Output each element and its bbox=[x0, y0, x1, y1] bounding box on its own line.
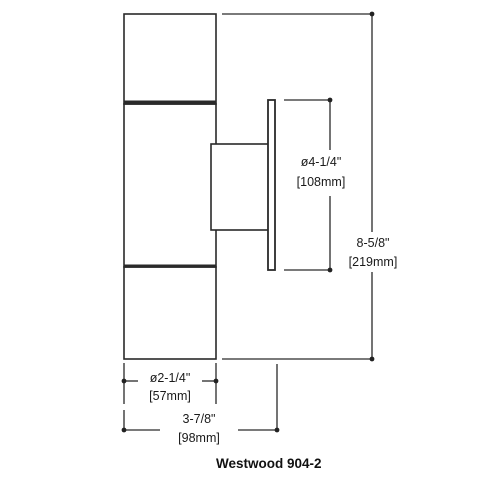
projection-dimension bbox=[121, 364, 280, 433]
backplate-dimension bbox=[284, 97, 333, 273]
body-diameter-imperial-label: ø2-1/4" bbox=[150, 371, 191, 385]
height-metric-label: [219mm] bbox=[349, 255, 398, 269]
projection-metric-label: [98mm] bbox=[178, 431, 220, 445]
product-title: Westwood 904-2 bbox=[216, 456, 322, 471]
height-imperial-label: 8-5/8" bbox=[357, 236, 390, 250]
projection-imperial-label: 3-7/8" bbox=[183, 412, 216, 426]
projection-left-dot bbox=[121, 427, 127, 433]
height-dimension bbox=[222, 11, 375, 362]
lower-cylinder bbox=[123, 266, 217, 360]
fixture-outline bbox=[123, 13, 276, 360]
body-diameter-dimension bbox=[121, 363, 219, 404]
backplate-metric-label: [108mm] bbox=[297, 175, 346, 189]
middle-cylinder bbox=[123, 103, 217, 268]
height-top-dot bbox=[369, 11, 375, 17]
wall-backplate bbox=[267, 99, 276, 271]
mounting-arm bbox=[210, 143, 272, 231]
body-right-dot bbox=[213, 378, 219, 384]
height-bottom-dot bbox=[369, 356, 375, 362]
body-left-dot bbox=[121, 378, 127, 384]
projection-right-dot bbox=[274, 427, 280, 433]
backplate-bottom-dot bbox=[327, 267, 333, 273]
backplate-top-dot bbox=[327, 97, 333, 103]
upper-cylinder bbox=[123, 13, 217, 105]
body-diameter-metric-label: [57mm] bbox=[149, 389, 191, 403]
backplate-imperial-label: ø4-1/4" bbox=[301, 155, 342, 169]
